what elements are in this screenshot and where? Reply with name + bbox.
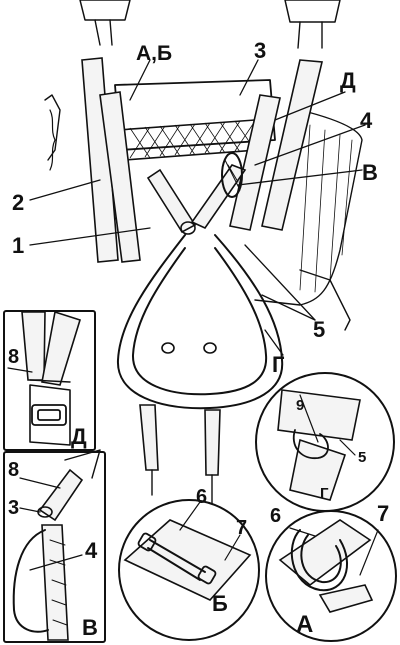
label-6-inset-a: 6 <box>270 505 281 527</box>
label-3-top: 3 <box>254 38 266 63</box>
label-3-inset-v: 3 <box>8 497 19 519</box>
label-4-top: 4 <box>360 108 373 133</box>
main-leader-lines <box>29 59 366 356</box>
label-g-inset: Г <box>320 485 329 502</box>
label-4-inset-v: 4 <box>85 538 98 563</box>
label-b-inset: Б <box>212 591 228 616</box>
inset-a: 6 7 А <box>265 501 397 642</box>
inset-b: 6 7 Б <box>118 486 260 641</box>
inset-d: 8 Д <box>3 310 96 451</box>
main-harness-drawing <box>44 0 363 506</box>
label-7-inset-a: 7 <box>377 501 389 526</box>
label-1: 1 <box>12 233 24 258</box>
hatched-pad <box>117 119 259 161</box>
inset-g: 9 5 Г <box>255 372 395 512</box>
label-8-inset-v: 8 <box>8 459 19 481</box>
label-g-main: Г <box>272 352 285 377</box>
inset-v: 8 3 4 В <box>3 449 106 643</box>
label-a-inset: А <box>296 611 313 638</box>
label-5-inset-g: 5 <box>358 449 366 466</box>
label-v-inset: В <box>82 615 98 640</box>
label-7-inset-b: 7 <box>236 517 247 539</box>
label-5-main: 5 <box>313 317 325 342</box>
label-v-top: В <box>362 160 378 185</box>
label-9: 9 <box>296 397 304 414</box>
main-labels: А,Б 3 Д 4 В 2 1 5 Г <box>12 38 378 377</box>
label-d-inset: Д <box>71 424 87 449</box>
label-6-inset-b: 6 <box>196 486 207 508</box>
label-a-b: А,Б <box>136 42 172 65</box>
label-d-top: Д <box>340 68 356 93</box>
label-2: 2 <box>12 190 24 215</box>
label-8-inset-d: 8 <box>8 346 19 368</box>
